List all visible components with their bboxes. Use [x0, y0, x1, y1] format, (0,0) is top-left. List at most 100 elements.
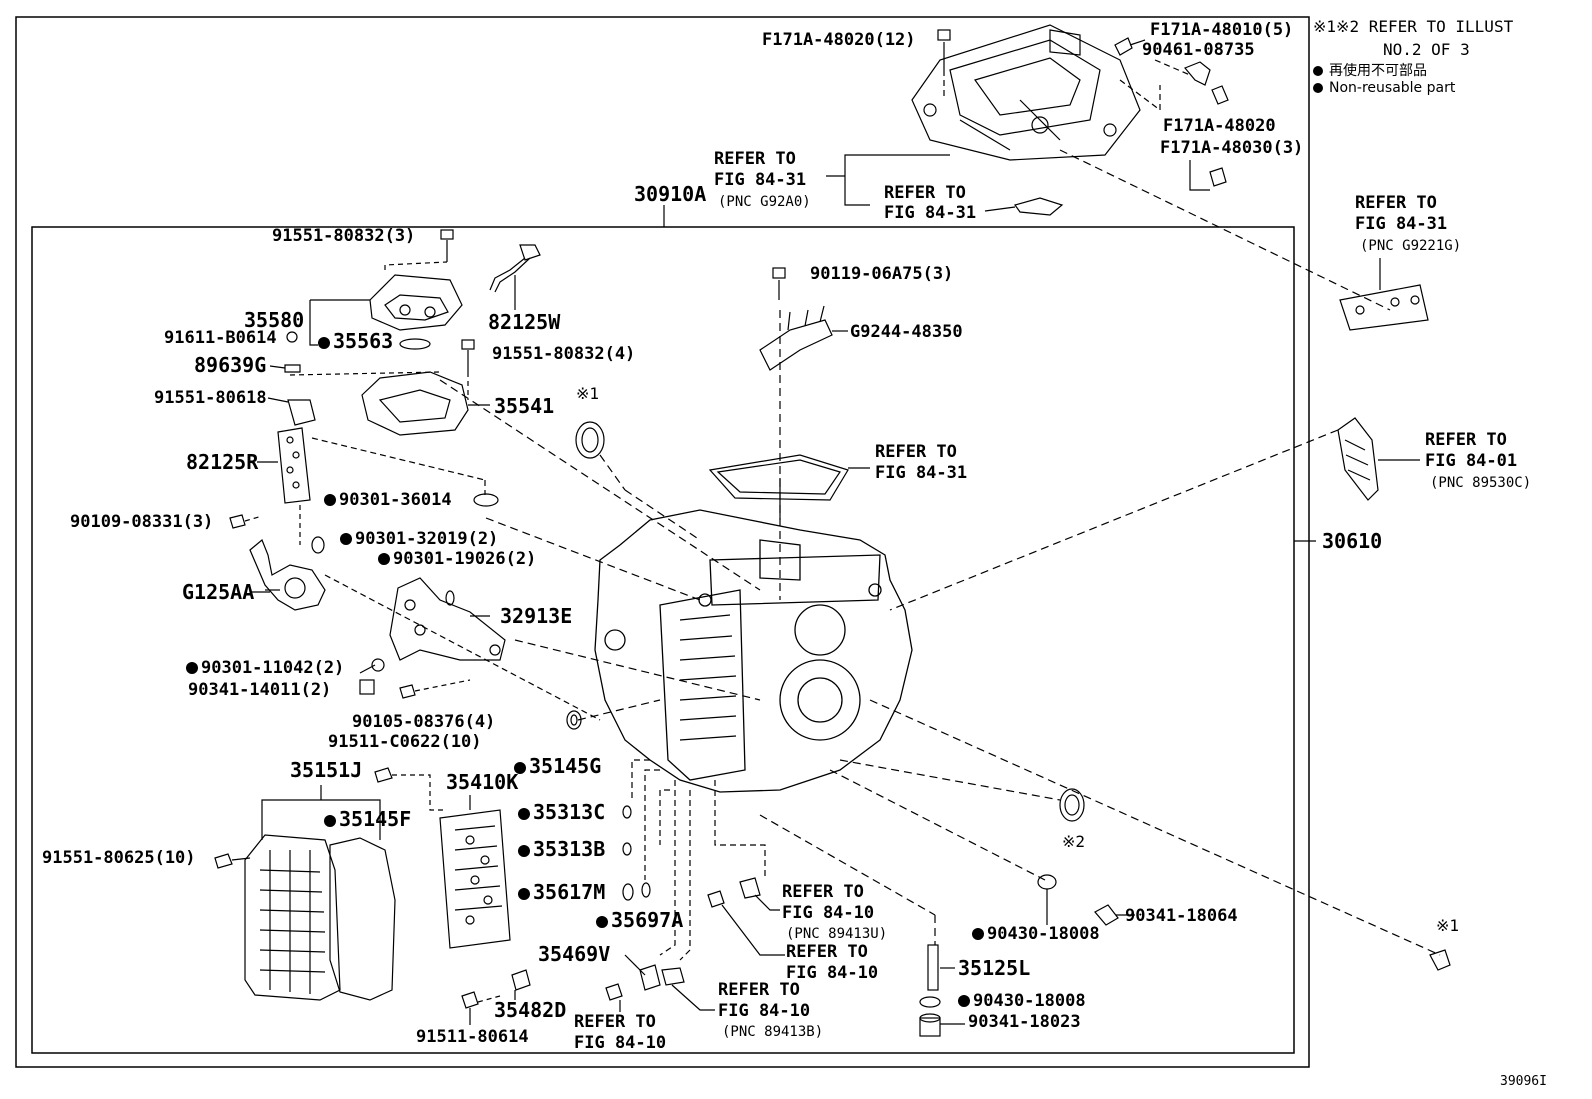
o-ring-icon-36014 [473, 493, 499, 507]
refer-84-31-c-line2: FIG 84-31 [1355, 214, 1448, 234]
label-35125l: 35125L [958, 956, 1031, 980]
o-ring-icon-35617m [622, 883, 634, 901]
mark-2: ※2 [1062, 832, 1086, 851]
bracket-icon-g9244 [759, 305, 833, 371]
nonreusable-dot-icon [518, 808, 530, 820]
transaxle-housing-icon [594, 509, 913, 793]
clip-icon [1184, 61, 1211, 86]
clamp-icon-35482d [511, 969, 531, 991]
legend-note-line2: NO.2 OF 3 [1383, 40, 1470, 59]
bolt-icon-90119 [772, 267, 786, 300]
nonreusable-dot-icon [972, 928, 984, 940]
inverter-assembly [911, 24, 1141, 161]
outer-frame [15, 16, 1310, 1068]
refer-84-10-c-line2: FIG 84-10 [718, 1001, 811, 1021]
label-90301-11042-2-text: 90301-11042(2) [201, 658, 345, 678]
label-35313c: 35313C [518, 802, 605, 822]
refer-84-31-b-line2: FIG 84-31 [884, 203, 977, 223]
oil-pan-icon [244, 834, 341, 1001]
gasket-icon-middle [708, 454, 849, 501]
label-35697a: 35697A [596, 910, 683, 930]
nonreusable-dot-icon [324, 815, 336, 827]
label-90430-18008-b: 90430-18008 [958, 991, 1086, 1011]
label-35469v: 35469V [538, 942, 611, 966]
label-35617m-text: 35617M [533, 880, 606, 904]
label-91551-80618: 91551-80618 [154, 388, 267, 408]
refer-84-10-c-line1: REFER TO [718, 980, 800, 1000]
o-ring-icon-19026 [445, 590, 455, 606]
label-90301-32019-2: 90301-32019(2) [340, 529, 498, 549]
label-30610: 30610 [1322, 529, 1383, 553]
pipe-icon-35125l [927, 944, 939, 991]
solenoid-connector-icon [277, 399, 316, 504]
nonreusable-dot-icon [324, 494, 336, 506]
bolt-icon-91511-c0622 [374, 767, 393, 783]
label-91551-80832-3: 91551-80832(3) [272, 226, 416, 246]
oil-pump-cover-icon [369, 274, 463, 331]
refer-84-31-d-line2: FIG 84-31 [875, 463, 968, 483]
wire-harness-icon [489, 244, 541, 293]
refer-84-10-a-line3: (PNC 89413U) [786, 926, 888, 942]
bolt-icon-91551-80832-3 [440, 229, 454, 262]
label-35697a-text: 35697A [611, 908, 684, 932]
bolt-icon-upper-right [1114, 37, 1133, 56]
bolt-icon-top [937, 29, 951, 70]
oil-seal-icon-right [1059, 788, 1085, 822]
refer-84-31-a-line2: FIG 84-31 [714, 170, 807, 190]
refer-84-10-d-line1: REFER TO [574, 1012, 656, 1032]
label-35145g-text: 35145G [529, 754, 602, 778]
plug-icon-14011 [359, 679, 375, 695]
washer-icon-bottom [919, 996, 941, 1008]
bolt-icon-mark1 [1429, 949, 1451, 971]
label-90430-18008-a: 90430-18008 [972, 924, 1100, 944]
label-90301-36014-text: 90301-36014 [339, 490, 452, 510]
legend-en-text: Non-reusable part [1329, 80, 1456, 96]
washer-icon-right [1037, 874, 1057, 890]
gasket-icon [1014, 197, 1064, 216]
bracket-icon-32913e [389, 577, 506, 661]
refer-84-01-line2: FIG 84-01 [1425, 451, 1518, 471]
label-32913e: 32913E [500, 604, 573, 628]
sensor-icon-35469v [639, 964, 661, 991]
refer-84-31-c-line3: (PNC G9221G) [1360, 238, 1462, 254]
refer-84-10-d-line2: FIG 84-10 [574, 1033, 667, 1053]
nonreusable-dot-icon [596, 916, 608, 928]
label-91611-b0614: 91611-B0614 [164, 328, 277, 348]
label-35541: 35541 [494, 394, 555, 418]
label-90341-14011-2: 90341-14011(2) [188, 680, 332, 700]
seal-icon-35145g [566, 710, 582, 730]
illustration-id: 39096I [1500, 1074, 1547, 1089]
valve-body-icon [439, 809, 511, 949]
sensor-icon-89413b [661, 967, 685, 986]
refer-84-10-a-line2: FIG 84-10 [782, 903, 875, 923]
label-90119-06a75-3: 90119-06A75(3) [810, 264, 954, 284]
nonreusable-dot-icon [378, 553, 390, 565]
label-90105-08376-4: 90105-08376(4) [352, 712, 496, 732]
cover-plate-icon [1339, 284, 1429, 331]
label-82125w: 82125W [488, 310, 561, 334]
bolt-icon-90109 [229, 514, 246, 529]
label-90341-18064: 90341-18064 [1125, 906, 1238, 926]
refer-84-10-b-line1: REFER TO [786, 942, 868, 962]
label-30910a: 30910A [634, 182, 707, 206]
label-35145f: 35145F [324, 809, 411, 829]
label-35617m: 35617M [518, 882, 605, 902]
label-35313b: 35313B [518, 839, 605, 859]
oil-pump-body-icon [361, 371, 469, 436]
label-90430-18008-b-text: 90430-18008 [973, 991, 1086, 1011]
oil-pump-g125aa-icon [249, 539, 326, 611]
plug-icon-18023 [919, 1013, 941, 1037]
legend-nonreusable-en: Non-reusable part [1313, 80, 1455, 96]
bolt-icon-48030 [1209, 167, 1227, 187]
label-35313b-text: 35313B [533, 837, 606, 861]
label-35410k: 35410K [446, 770, 519, 794]
label-90341-18023: 90341-18023 [968, 1012, 1081, 1032]
label-35482d: 35482D [494, 998, 567, 1022]
nonreusable-dot-icon [186, 662, 198, 674]
label-35563-text: 35563 [333, 329, 394, 353]
bolt-icon-48020 [1211, 85, 1229, 105]
label-89639g: 89639G [194, 353, 267, 377]
label-f171a-48020: F171A-48020 [1163, 116, 1276, 136]
bolt-icon-90105 [399, 684, 416, 699]
